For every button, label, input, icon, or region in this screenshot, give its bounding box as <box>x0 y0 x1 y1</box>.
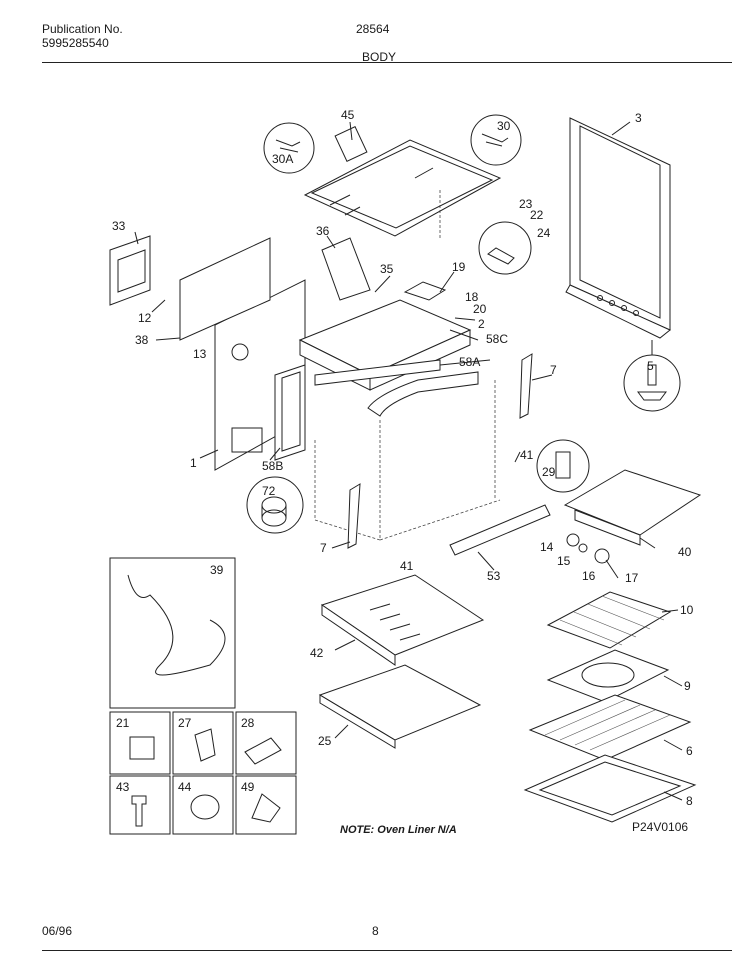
callout-30a: 30A <box>272 152 293 166</box>
drawer-8-part <box>523 754 697 823</box>
callout-9: 9 <box>684 679 691 693</box>
switch-15-part <box>578 543 588 553</box>
publication-number: 5995285540 <box>42 36 109 50</box>
part-28-box <box>235 711 297 775</box>
callout-22: 22 <box>530 208 544 222</box>
callout-17: 17 <box>625 571 639 585</box>
callout-10: 10 <box>680 603 694 617</box>
callout-20: 20 <box>473 302 487 316</box>
callout-42: 42 <box>310 646 324 660</box>
hinge-left-part <box>347 483 361 549</box>
callout-7-right: 7 <box>550 363 557 377</box>
oven-liner-note: NOTE: Oven Liner N/A <box>340 824 457 836</box>
callout-58a: 58A <box>459 355 480 369</box>
callout-16: 16 <box>582 569 596 583</box>
part-49-box <box>235 775 297 835</box>
callout-15: 15 <box>557 554 571 568</box>
callout-7-left: 7 <box>320 541 327 555</box>
callout-29: 29 <box>542 465 556 479</box>
lamp-72-detail <box>246 476 304 534</box>
power-cord-39-part <box>127 574 226 676</box>
broiler-grid-10-part <box>546 591 672 649</box>
top-panel-part <box>303 125 502 240</box>
part-28-part <box>244 737 282 765</box>
callout-6: 6 <box>686 744 693 758</box>
publication-label: Publication No. <box>42 22 123 36</box>
part-21-part <box>129 736 155 760</box>
switch-16-part <box>594 548 610 564</box>
callout-23: 23 <box>519 197 533 211</box>
callout-35: 35 <box>380 262 394 276</box>
oven-front-frame-part <box>314 359 501 541</box>
callout-39: 39 <box>210 563 224 577</box>
callout-8: 8 <box>686 794 693 808</box>
bracket-30-detail <box>470 114 522 166</box>
leader-lines <box>134 121 683 801</box>
callout-19: 19 <box>452 260 466 274</box>
part-44-box <box>172 775 234 835</box>
model-number: 28564 <box>356 22 390 36</box>
part-27-box <box>172 711 234 775</box>
callout-36: 36 <box>316 224 330 238</box>
callout-14: 14 <box>540 540 554 554</box>
vent-40-part <box>563 469 702 546</box>
callout-12: 12 <box>138 311 152 325</box>
callout-24: 24 <box>537 226 551 240</box>
header-rule <box>42 62 732 63</box>
oven-bottom-42-part <box>320 574 485 666</box>
clip-49-part <box>251 793 281 823</box>
callout-27: 27 <box>178 716 192 730</box>
part-21-box <box>109 711 171 775</box>
part-27-part <box>194 728 216 762</box>
oven-rack-6-part <box>528 694 692 761</box>
bracket-24-detail <box>478 221 532 275</box>
lamp-socket-29-detail <box>536 439 590 493</box>
broiler-pan-9-part <box>546 649 670 703</box>
callout-33: 33 <box>112 219 126 233</box>
callout-2: 2 <box>478 317 485 331</box>
callout-21: 21 <box>116 716 130 730</box>
switch-14-part <box>566 533 580 547</box>
callout-58b: 58B <box>262 459 283 473</box>
section-title: BODY <box>362 50 397 64</box>
callout-53: 53 <box>487 569 501 583</box>
part-43-box <box>109 775 171 835</box>
callout-45: 45 <box>341 108 355 122</box>
support-36-part <box>321 237 371 301</box>
callout-38: 38 <box>135 333 149 347</box>
callout-13: 13 <box>193 347 207 361</box>
callout-30: 30 <box>497 119 511 133</box>
callout-18: 18 <box>465 290 479 304</box>
footer-rule <box>42 950 732 951</box>
callout-28: 28 <box>241 716 255 730</box>
callout-5: 5 <box>647 359 654 373</box>
footer-date: 06/96 <box>42 924 73 938</box>
callout-40: 40 <box>678 545 692 559</box>
callout-44: 44 <box>178 780 192 794</box>
callout-41-right: 41 <box>520 448 534 462</box>
side-insulation-58b-part <box>274 364 306 461</box>
bottom-panel-25-part <box>318 664 482 749</box>
callout-3: 3 <box>635 111 642 125</box>
page-number: 8 <box>372 924 379 938</box>
hinge-right-part <box>519 353 533 419</box>
callout-25: 25 <box>318 734 332 748</box>
front-rail-53-part <box>449 504 551 556</box>
bracket-30a-detail <box>263 122 315 174</box>
callout-43: 43 <box>116 780 130 794</box>
callout-72: 72 <box>262 484 276 498</box>
callout-1: 1 <box>190 456 197 470</box>
callout-49: 49 <box>241 780 255 794</box>
terminal-block-part <box>109 235 151 306</box>
bushing-44-part <box>190 794 220 820</box>
screw-43-part <box>131 795 147 827</box>
rear-panel-part <box>565 117 671 339</box>
drawing-code: P24V0106 <box>632 820 688 834</box>
callout-58c: 58C <box>486 332 508 346</box>
callout-41-left: 41 <box>400 559 414 573</box>
